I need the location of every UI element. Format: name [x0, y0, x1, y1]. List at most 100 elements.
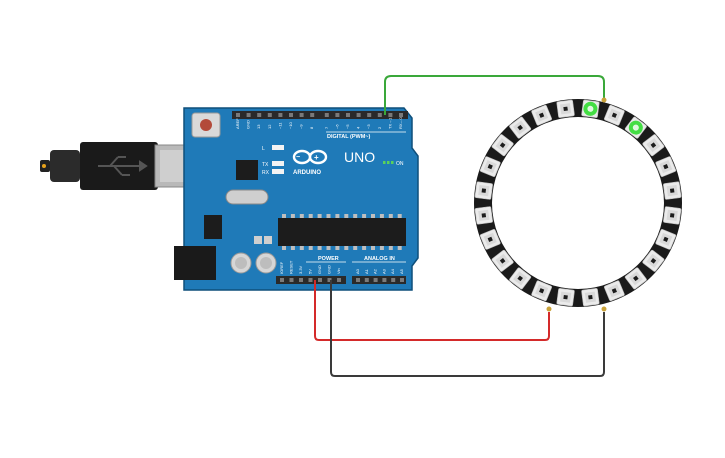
ring-pixel[interactable] [491, 134, 514, 157]
digital-pin[interactable] [246, 113, 251, 117]
ring-pixel[interactable] [556, 288, 575, 307]
power-pin-label: RESET [289, 260, 294, 274]
atmega-chip [278, 218, 406, 246]
ring-pixel[interactable] [624, 267, 647, 290]
ring-pixel[interactable] [531, 104, 552, 126]
analog-pin[interactable] [382, 278, 387, 282]
power-pin[interactable] [318, 278, 322, 282]
power-pin-label: 5V [308, 269, 313, 274]
digital-header-pins[interactable] [236, 113, 403, 117]
digital-pin[interactable] [346, 113, 350, 117]
usb-flash-icon [42, 164, 46, 168]
digital-pin-label: RX←0 [398, 116, 403, 129]
digital-pin-label: 12 [267, 124, 272, 129]
digital-pin[interactable] [278, 113, 283, 117]
power-pin[interactable] [337, 278, 341, 282]
power-header-pins[interactable] [280, 278, 341, 282]
ring-pixel[interactable] [663, 206, 682, 225]
ring-pixel[interactable] [531, 280, 552, 302]
power-pin-label: 3.3V [298, 265, 303, 274]
chip-leg [308, 214, 313, 218]
digital-pin[interactable] [367, 113, 372, 117]
ring-pixel[interactable] [604, 280, 625, 302]
digital-pin[interactable] [356, 113, 361, 117]
analog-pin[interactable] [391, 278, 396, 282]
analog-pin[interactable] [400, 278, 404, 282]
ring-pixel[interactable] [474, 206, 493, 225]
power-label: POWER [318, 256, 339, 262]
chip-leg [362, 246, 367, 250]
led-label-tx: TX [262, 162, 269, 168]
digital-pin[interactable] [324, 113, 329, 117]
ring-pixel[interactable] [509, 267, 532, 290]
chip-leg [371, 214, 375, 218]
chip-leg [290, 214, 295, 218]
chip-leg [282, 246, 286, 250]
ring-pixel[interactable] [556, 99, 575, 118]
ring-pixel[interactable] [581, 99, 600, 118]
power-wire[interactable] [314, 280, 550, 341]
power-jack [174, 246, 216, 280]
brand-text: ARDUINO [293, 170, 321, 176]
ring-pixel[interactable] [509, 116, 532, 139]
ring-pixel[interactable] [624, 116, 647, 139]
ring-pixel[interactable] [604, 104, 625, 126]
digital-pin[interactable] [299, 113, 304, 117]
digital-pin[interactable] [310, 113, 315, 117]
digital-header [232, 111, 408, 119]
neopixel-ring[interactable] [474, 97, 682, 312]
digital-pin-label: ~3 [366, 124, 371, 129]
digital-pin-label: ~10 [288, 121, 293, 129]
power-pin[interactable] [299, 278, 303, 282]
ring-pixel[interactable] [479, 156, 501, 177]
digital-pin[interactable] [236, 113, 240, 117]
led-tx [272, 161, 284, 166]
chip-leg [388, 214, 393, 218]
analog-pin[interactable] [356, 278, 360, 282]
chip-leg [379, 214, 384, 218]
ring-pixel[interactable] [642, 249, 665, 272]
chip-leg [362, 214, 367, 218]
analog-label: ANALOG IN [364, 256, 395, 262]
chip-leg [397, 246, 402, 250]
digital-pin[interactable] [377, 113, 382, 117]
ring-pixel[interactable] [581, 288, 600, 307]
analog-header-pins[interactable] [356, 278, 404, 282]
digital-pin[interactable] [267, 113, 272, 117]
power-pin[interactable] [289, 278, 294, 282]
wires[interactable] [314, 75, 605, 377]
analog-pin[interactable] [364, 278, 369, 282]
ring-pad-power [546, 306, 552, 312]
digital-pin[interactable] [399, 113, 403, 117]
digital-label: DIGITAL (PWM~) [327, 134, 371, 140]
digital-pin[interactable] [388, 113, 393, 117]
ring-pixel[interactable] [491, 249, 514, 272]
digital-pin[interactable] [335, 113, 340, 117]
ground-wire[interactable] [330, 280, 605, 377]
ring-pixel[interactable] [655, 229, 677, 250]
chip-leg [379, 246, 384, 250]
chip-leg [353, 214, 358, 218]
analog-pin[interactable] [373, 278, 378, 282]
logo-plus: + [314, 153, 319, 162]
power-pin[interactable] [308, 278, 313, 282]
usb-cable[interactable] [40, 142, 200, 190]
ring-pixel[interactable] [663, 181, 682, 200]
ring-pixel[interactable] [474, 181, 493, 200]
ring-pixel[interactable] [655, 156, 677, 177]
power-pin[interactable] [280, 278, 284, 282]
power-pin[interactable] [327, 278, 332, 282]
chip-leg [290, 246, 295, 250]
ring-pixel[interactable] [642, 134, 665, 157]
chip-leg [335, 246, 340, 250]
arduino-logo-icon [292, 149, 328, 165]
ring-pixel[interactable] [479, 229, 501, 250]
digital-pin[interactable] [257, 113, 262, 117]
data-wire[interactable] [384, 75, 605, 115]
led-l [272, 145, 284, 150]
analog-header [352, 276, 406, 284]
digital-pin[interactable] [289, 113, 293, 117]
